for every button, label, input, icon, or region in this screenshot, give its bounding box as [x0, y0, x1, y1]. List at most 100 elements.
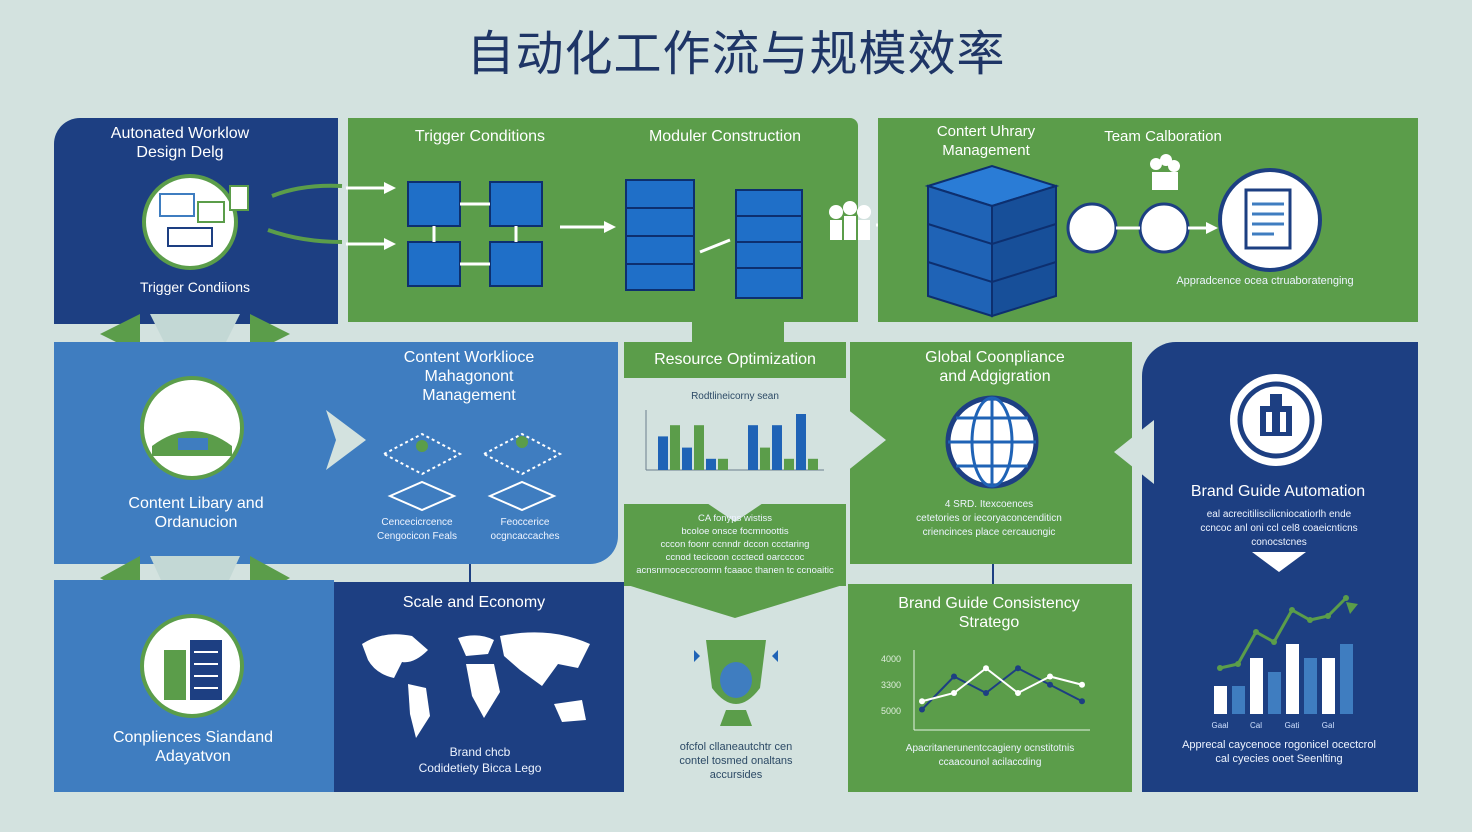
brand-growth-chart: Gaal Cal Gati Gal [1212, 595, 1358, 730]
brand-trend-arrowhead [1346, 602, 1358, 614]
brand-bar-4 [1286, 644, 1299, 714]
modular-construction-label: Moduler Construction [648, 128, 802, 145]
brand-tick-label-1: Cal [1250, 721, 1262, 730]
workforce-network-icon [381, 432, 563, 512]
chevron-right-icon [326, 410, 366, 470]
brand-trend-point-4 [1289, 607, 1295, 613]
consistency-axis-0: 4000 [880, 654, 902, 664]
res-bar-0-5 [718, 458, 728, 470]
cons-point-1-0 [919, 698, 925, 705]
res-bar-1-0 [748, 425, 758, 470]
panel-trigger-tab [692, 318, 784, 342]
trigger-conditions-label: Trigger Conditions [414, 128, 546, 145]
chevron-down-icon [1252, 552, 1306, 572]
brand-trend-point-0 [1217, 665, 1223, 671]
workforce-caption-right: Feoccerice ocgncaccaches [490, 517, 560, 542]
brand-trend-point-5 [1307, 617, 1313, 623]
global-compliance-label: Global Coonpliance and Adgigration [925, 349, 1065, 385]
trigger-flow-arrows [267, 182, 396, 250]
world-map-icon [362, 632, 590, 738]
panel-resource-header [624, 342, 846, 378]
brand-trend-point-7 [1343, 595, 1349, 601]
brand-trend-point-6 [1325, 613, 1331, 619]
brand-bar-0 [1214, 686, 1227, 714]
scale-caption: Brand chcb Codidetiety Bicca Lego [418, 745, 542, 775]
brand-bar-6 [1322, 658, 1335, 714]
brand-consistency-label: Brand Guide Consistency Stratego [898, 595, 1080, 631]
cons-point-0-5 [1079, 698, 1085, 705]
brand-automation-caption: eal acrecitiliscilicniocatiorlh ende ccn… [1200, 509, 1358, 548]
globe-icon [945, 395, 1039, 489]
cons-series-1 [921, 666, 1083, 703]
panel-brand-consistency [848, 584, 1132, 792]
library-circle-icon [140, 376, 244, 480]
content-library-ordination-label: Content Libary and Ordanucion [128, 495, 264, 531]
brand-bar-3 [1268, 672, 1281, 714]
brand-bars-caption: Apprecal caycenoce rogonicel ocectcrol c… [1182, 739, 1376, 765]
flask-shield-icon [694, 640, 778, 726]
people-icon [829, 201, 871, 240]
cons-point-0-2 [983, 690, 989, 696]
team-caption: Appradcence ocea ctruaboratenging [1176, 275, 1354, 287]
collaboration-flow-icon [1066, 154, 1218, 254]
server-cube-icon [924, 164, 1060, 318]
brand-bar-1 [1232, 686, 1245, 714]
consistency-axis-2: 5000 [880, 706, 902, 716]
res-bar-0-3 [694, 425, 704, 470]
automated-workflow-label: Autonated Worklow Design Delg [110, 125, 250, 161]
brand-trend-point-3 [1271, 639, 1277, 645]
chevron-right-icon [846, 408, 886, 472]
res-bar-0-1 [670, 425, 680, 470]
brand-trend-point-2 [1253, 629, 1259, 635]
panel-content-workforce [336, 342, 618, 564]
compliance-standard-label: Conpliences Siandand Adayatvon [112, 729, 274, 765]
consistency-axis-1: 3300 [880, 680, 902, 690]
cons-point-0-3 [1015, 665, 1021, 672]
res-bar-1-3 [784, 458, 794, 470]
global-caption: 4 SRD. Itexcoences cetetories or iecorya… [916, 499, 1062, 538]
trigger-conditions-bottom-label: Trigger Condiions [140, 279, 250, 295]
document-approval-icon [1218, 168, 1322, 272]
modular-stack-icon [625, 179, 803, 299]
workflow-design-icon [142, 174, 249, 270]
building-badge-icon [1230, 374, 1322, 466]
page-title: 自动化工作流与规模效率 [466, 26, 1006, 82]
consistency-line-chart [913, 650, 1090, 731]
content-workforce-label: Content Worklioce Mahagonont Management [403, 349, 535, 404]
resource-down-arrow [624, 584, 846, 618]
team-collaboration-label: Team Calboration [1104, 128, 1222, 145]
cons-point-0-0 [919, 706, 925, 713]
res-bar-1-5 [808, 458, 818, 470]
brand-tick-label-0: Gaal [1212, 721, 1229, 730]
res-bar-1-4 [796, 414, 806, 470]
resource-optimization-label: Resource Optimization [654, 351, 816, 368]
trigger-cubes-icon [407, 181, 543, 287]
cons-point-1-3 [1015, 690, 1021, 696]
content-library-management-label: Contert Uhrary Management [936, 123, 1036, 159]
brand-bar-5 [1304, 658, 1317, 714]
cons-point-1-2 [983, 665, 989, 672]
server-rack-icon [140, 614, 244, 718]
brand-tick-label-3: Gal [1322, 721, 1335, 730]
consistency-caption: Apacritanerunentccagieny ocnstitotnis cc… [905, 743, 1075, 768]
workforce-caption-left: Cencecicrcence Cengocicon Feals [376, 517, 458, 542]
brand-bar-7 [1340, 644, 1353, 714]
cons-point-1-5 [1079, 681, 1085, 688]
center-caption: ofcfol cllaneautchtr cen contel tosmed o… [679, 741, 793, 781]
brand-trend-point-1 [1235, 661, 1241, 667]
res-bar-0-4 [706, 458, 716, 470]
res-bar-0-2 [682, 447, 692, 470]
resource-bar-chart [645, 410, 824, 471]
cons-point-0-1 [951, 673, 957, 680]
res-bar-1-1 [760, 447, 770, 470]
brand-trend-line [1219, 596, 1348, 670]
brand-tick-label-2: Gati [1285, 721, 1300, 730]
cons-point-1-1 [951, 690, 957, 696]
cons-point-1-4 [1047, 673, 1053, 680]
resource-text: CA fonyps wistiss bcoloe onsce focmnoott… [636, 513, 834, 576]
brand-guide-automation-label: Brand Guide Automation [1190, 483, 1366, 500]
modular-arrow [560, 221, 616, 233]
chevron-left-icon [1114, 420, 1154, 484]
scale-economy-label: Scale and Economy [402, 594, 546, 611]
